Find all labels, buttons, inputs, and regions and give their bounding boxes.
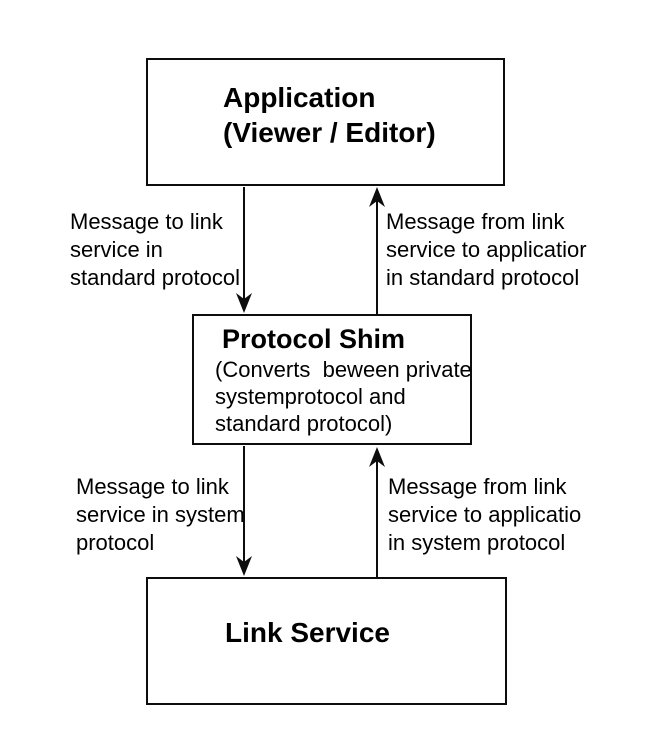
- protocol-shim-title: Protocol Shim: [222, 324, 406, 354]
- application-subtitle-line: (Viewer / Editor): [223, 117, 436, 148]
- arrowhead-up-icon: [369, 447, 385, 467]
- label-line: in standard protocol: [386, 265, 580, 290]
- label-line: service to applicatior: [386, 237, 587, 262]
- protocol-shim-note-line: systemprotocol and: [215, 384, 406, 409]
- label-line: service in system: [76, 502, 245, 527]
- arrow-shim-to-link: [236, 446, 252, 576]
- arrow-shim-to-app: [369, 187, 385, 314]
- link-service-label: Link Service: [225, 617, 390, 648]
- label-shim-to-link: Message to link service in system protoc…: [76, 473, 245, 557]
- label-line: protocol: [76, 530, 155, 555]
- label-line: Message from link: [388, 474, 567, 499]
- arrowhead-down-icon: [236, 556, 252, 576]
- label-line: service in: [70, 237, 163, 262]
- arrowhead-up-icon: [369, 187, 385, 207]
- label-app-to-shim: Message to link service in standard prot…: [70, 208, 240, 292]
- label-line: in system protocol: [388, 530, 566, 555]
- arrowhead-down-icon: [236, 293, 252, 313]
- label-line: Message from link: [386, 209, 565, 234]
- protocol-shim-note-line: standard protocol): [215, 411, 393, 436]
- label-line: service to applicatio: [388, 502, 582, 527]
- application-box: Application (Viewer / Editor): [146, 58, 505, 186]
- application-title-line: Application: [223, 82, 376, 113]
- application-box-label: Application (Viewer / Editor): [223, 80, 436, 150]
- protocol-shim-box: Protocol Shim (Converts beween private s…: [192, 314, 472, 445]
- arrow-app-to-shim: [236, 187, 252, 313]
- protocol-shim-note-line: (Converts beween private: [215, 357, 472, 382]
- label-line: standard protocol: [70, 265, 240, 290]
- link-service-box: Link Service: [146, 577, 507, 705]
- arrow-link-to-shim: [369, 447, 385, 577]
- label-shim-to-app: Message from link service to applicatior…: [386, 208, 587, 292]
- protocol-shim-label: Protocol Shim (Converts beween private s…: [215, 323, 472, 437]
- label-link-to-shim: Message from link service to applicatio …: [388, 473, 581, 557]
- label-line: Message to link: [70, 209, 223, 234]
- label-line: Message to link: [76, 474, 229, 499]
